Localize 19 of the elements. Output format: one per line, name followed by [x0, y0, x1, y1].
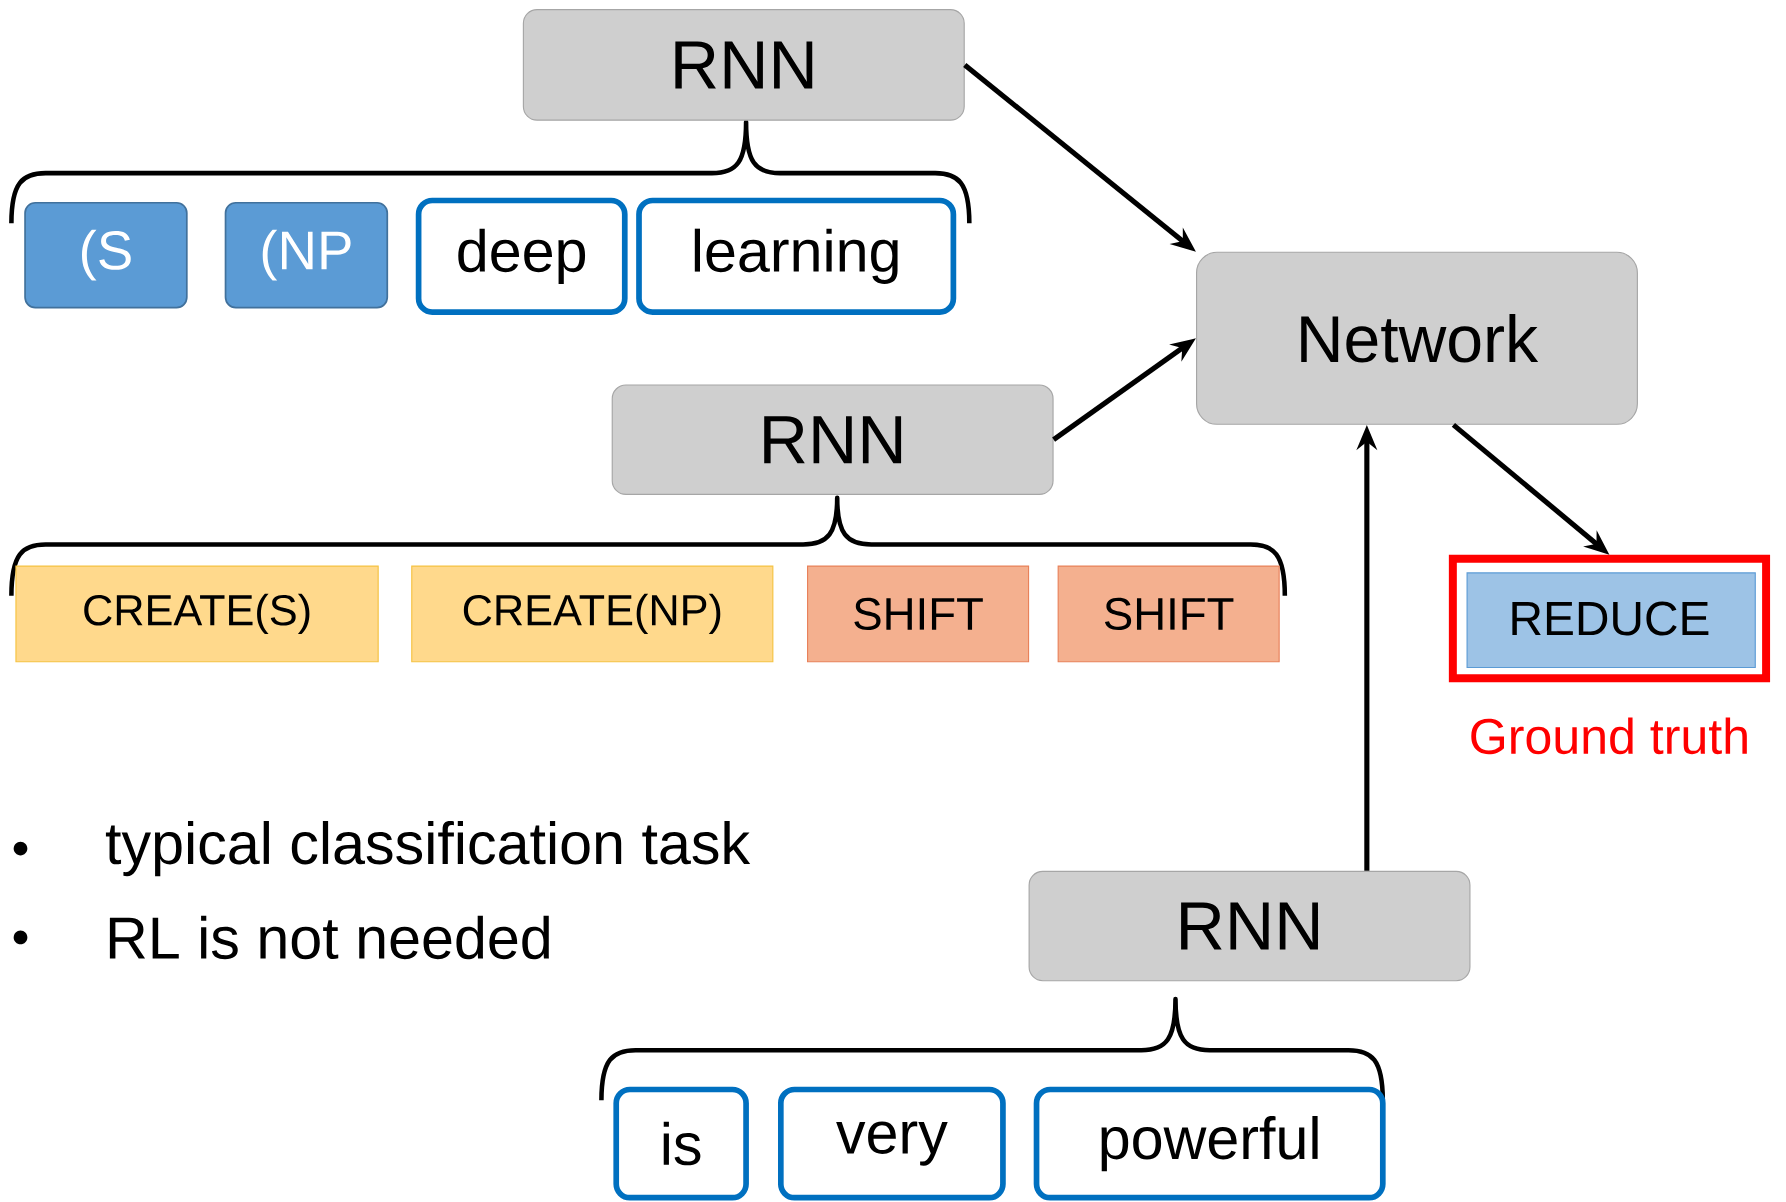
- bullet-text: RL is not needed: [13, 915, 549, 960]
- rnn-box: RNN: [1028, 870, 1471, 982]
- word-box: powerful: [1033, 1086, 1386, 1201]
- caption-text: Ground truth: [1471, 717, 1747, 755]
- answer-box: REDUCE: [1448, 554, 1771, 683]
- rnn-box: RNN: [522, 9, 965, 121]
- token-box: (S: [24, 202, 188, 309]
- word-box: is: [613, 1086, 749, 1201]
- action-box: CREATE(S): [15, 565, 379, 663]
- rnn-box: RNN: [611, 384, 1054, 496]
- action-box: CREATE(NP): [411, 565, 774, 663]
- network-box: Network: [1196, 251, 1638, 425]
- word-box: learning: [636, 197, 957, 316]
- action-box: SHIFT: [807, 565, 1030, 663]
- word-box: deep: [415, 197, 628, 316]
- token-box: (NP: [224, 202, 389, 309]
- action-box: SHIFT: [1057, 565, 1280, 663]
- bullet-text: typical classification task: [13, 821, 751, 877]
- word-box: very: [777, 1086, 1006, 1201]
